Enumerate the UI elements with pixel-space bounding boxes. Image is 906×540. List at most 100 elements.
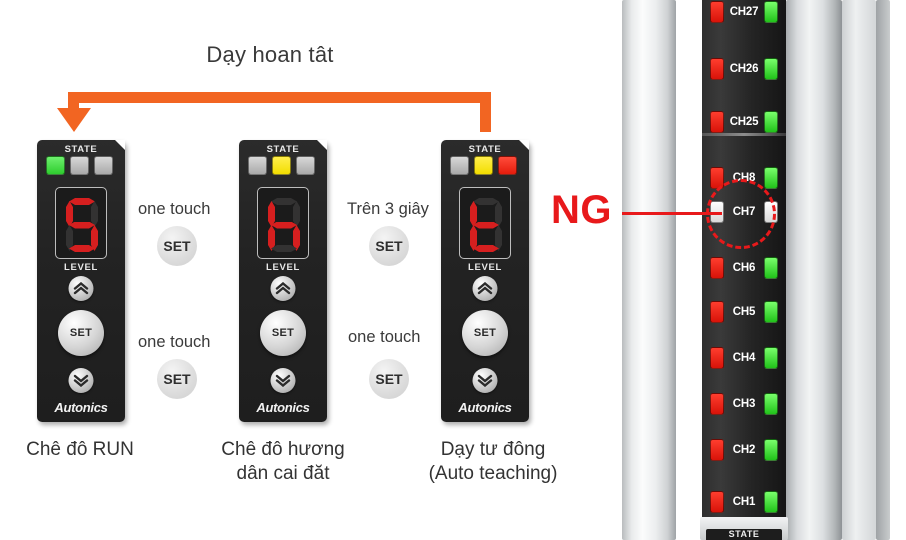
brand-logo: Autonics <box>54 400 108 415</box>
channel-led-right <box>764 491 778 513</box>
channel-led-left <box>710 439 724 461</box>
channel-led-left <box>710 1 724 23</box>
segment-c <box>91 225 98 251</box>
chevron-down-icon[interactable] <box>270 368 296 393</box>
state-led-group <box>450 156 517 175</box>
channel-label: CH25 <box>729 116 759 128</box>
segment-g <box>271 222 297 229</box>
channel-label: CH27 <box>729 6 759 18</box>
segment-f <box>470 201 477 227</box>
segment-e <box>470 225 477 251</box>
channel-label: CH26 <box>729 63 759 75</box>
segment-c <box>293 225 300 251</box>
level-digit-display <box>257 187 309 259</box>
segment-b <box>495 201 502 227</box>
chevron-up-icon[interactable] <box>472 276 498 301</box>
state-led-1 <box>46 156 65 175</box>
state-label: STATE <box>64 144 98 155</box>
channel-led-left <box>710 58 724 80</box>
sensor-channel-row: CH27 <box>702 0 786 24</box>
step-set-button-2[interactable]: SET <box>157 359 197 399</box>
channel-label: CH1 <box>732 496 756 508</box>
sensor-channel-row: CH25 <box>702 110 786 134</box>
step-set-button-3[interactable]: SET <box>369 226 409 266</box>
step-set-button-1[interactable]: SET <box>157 226 197 266</box>
level-digit-display <box>459 187 511 259</box>
set-button[interactable]: SET <box>260 310 306 356</box>
controller-panel-guide-setting-mode: STATE LEVEL SET <box>239 140 327 422</box>
sensor-channel-row: CH1 <box>702 490 786 514</box>
flow-arrow-label: Dạy hoan tât <box>206 42 334 67</box>
sensor-frame-right-rail <box>786 0 842 540</box>
step-label-2: one touch <box>138 333 211 351</box>
channel-led-right <box>764 1 778 23</box>
set-button[interactable]: SET <box>462 310 508 356</box>
sensor-channel-row: CH5 <box>702 300 786 324</box>
segment-e <box>66 225 73 251</box>
state-led-2 <box>70 156 89 175</box>
channel-led-left <box>710 257 724 279</box>
sensor-frame-left-rail <box>622 0 676 540</box>
state-led-3 <box>296 156 315 175</box>
state-led-2 <box>272 156 291 175</box>
set-button[interactable]: SET <box>58 310 104 356</box>
brand-logo: Autonics <box>256 400 310 415</box>
channel-label: CH6 <box>732 262 756 274</box>
controller-panel-auto-teaching-mode: STATE LEVEL SET <box>441 140 529 422</box>
channel-led-left <box>710 393 724 415</box>
chevron-down-icon[interactable] <box>472 368 498 393</box>
segment-b <box>293 201 300 227</box>
chevron-up-icon[interactable] <box>68 276 94 301</box>
flow-arrow-left-segment <box>68 92 79 114</box>
channel-led-right <box>764 393 778 415</box>
chevron-down-icon[interactable] <box>68 368 94 393</box>
segment-e <box>268 225 275 251</box>
brand-logo: Autonics <box>458 400 512 415</box>
channel-led-right <box>764 257 778 279</box>
state-led-3 <box>498 156 517 175</box>
level-label: LEVEL <box>265 262 301 273</box>
state-led-group <box>46 156 113 175</box>
sensor-bar-segment-break <box>702 133 786 136</box>
segment-a <box>69 198 95 205</box>
channel-label: CH4 <box>732 352 756 364</box>
flow-arrow-top-segment <box>68 92 491 103</box>
state-label: STATE <box>266 144 300 155</box>
sensor-channel-row: CH3 <box>702 392 786 416</box>
controller-panel-run-mode: STATE LEVEL SET <box>37 140 125 422</box>
channel-label: CH3 <box>732 398 756 410</box>
state-led-1 <box>450 156 469 175</box>
channel-led-left <box>710 301 724 323</box>
segment-f <box>66 201 73 227</box>
state-led-3 <box>94 156 113 175</box>
segment-d <box>473 245 499 252</box>
chevron-up-icon[interactable] <box>270 276 296 301</box>
level-digit-display <box>55 187 107 259</box>
caption-auto-teaching-mode: Dạy tư đông (Auto teaching) <box>428 439 558 484</box>
sensor-channel-row: CH6 <box>702 256 786 280</box>
sensor-channel-row: CH26 <box>702 57 786 81</box>
ng-highlight-circle <box>706 179 776 249</box>
segment-b <box>91 201 98 227</box>
flow-arrow-right-segment <box>480 92 491 132</box>
channel-led-right <box>764 111 778 133</box>
channel-led-right <box>764 301 778 323</box>
caption-run-mode: Chê đô RUN <box>26 439 134 460</box>
level-label: LEVEL <box>467 262 503 273</box>
sensor-foot-state-label: STATE <box>706 529 782 540</box>
step-set-button-4[interactable]: SET <box>369 359 409 399</box>
channel-label: CH2 <box>732 444 756 456</box>
sensor-channel-row: CH4 <box>702 346 786 370</box>
segment-a <box>271 198 297 205</box>
sensor-frame-edge <box>876 0 890 540</box>
segment-d <box>69 245 95 252</box>
state-led-1 <box>248 156 267 175</box>
caption-guide-setting-mode: Chê đô hương dân cai đăt <box>221 439 345 484</box>
step-label-3: Trên 3 giây <box>347 200 429 218</box>
level-label: LEVEL <box>63 262 99 273</box>
sensor-channel-row: CH2 <box>702 438 786 462</box>
segment-a <box>473 198 499 205</box>
channel-led-right <box>764 58 778 80</box>
segment-d <box>271 245 297 252</box>
state-led-group <box>248 156 315 175</box>
